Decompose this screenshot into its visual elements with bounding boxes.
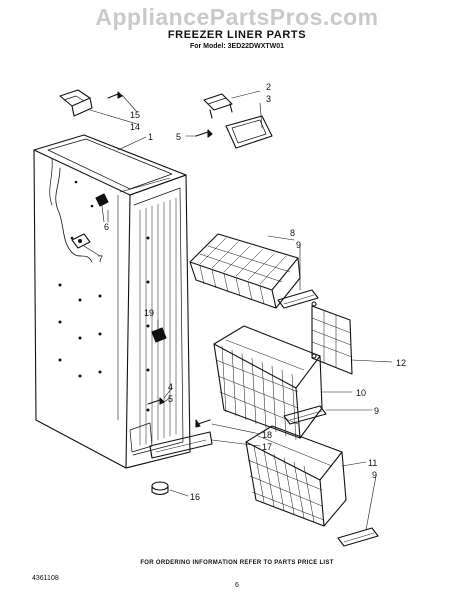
basket-10 xyxy=(213,325,323,441)
basket-11 xyxy=(245,425,347,527)
callout-10: 10 xyxy=(356,388,366,398)
light-socket-19 xyxy=(151,319,167,343)
freezer-liner xyxy=(33,134,191,469)
screw-5-top xyxy=(195,129,213,138)
callout-8: 8 xyxy=(290,228,295,238)
page-number: 6 xyxy=(235,582,239,589)
callout-7: 7 xyxy=(98,254,103,264)
grille-17 xyxy=(149,431,213,459)
callout-9-top: 9 xyxy=(296,240,301,250)
callout-5-top: 5 xyxy=(176,132,181,142)
callout-9-mid: 9 xyxy=(374,406,379,416)
clip-6 xyxy=(95,193,109,223)
document-number: 4361108 xyxy=(32,575,59,582)
callout-18: 18 xyxy=(262,430,272,440)
callout-6: 6 xyxy=(104,222,109,232)
hinge-bracket xyxy=(59,89,93,117)
ordering-note: FOR ORDERING INFORMATION REFER TO PARTS … xyxy=(140,560,334,566)
divider-12 xyxy=(311,301,353,375)
light-shield-bracket-2 xyxy=(203,93,233,119)
light-shield-3 xyxy=(225,115,273,149)
callout-4: 4 xyxy=(168,382,173,392)
callout-16: 16 xyxy=(190,492,200,502)
screw-15 xyxy=(107,91,123,99)
model-label: For Model: 3ED22DWXTW01 xyxy=(189,43,285,50)
callout-9-bottom: 9 xyxy=(372,470,377,480)
callout-17: 17 xyxy=(262,442,272,452)
basket-front-9a xyxy=(277,289,319,309)
callout-1: 1 xyxy=(148,132,153,142)
callout-12: 12 xyxy=(396,358,406,368)
thermostat-7 xyxy=(71,233,101,257)
callout-14: 14 xyxy=(130,122,140,132)
callout-2: 2 xyxy=(266,82,271,92)
foot-16 xyxy=(151,481,169,496)
callout-19: 19 xyxy=(144,308,154,318)
callout-11: 11 xyxy=(368,458,377,468)
basket-8 xyxy=(189,233,301,309)
watermark: AppliancePartsPros.com xyxy=(95,4,379,30)
basket-front-9b xyxy=(283,405,327,425)
callout-3: 3 xyxy=(266,94,271,104)
callout-5-bottom: 5 xyxy=(168,394,173,404)
screw-4-5 xyxy=(147,397,171,405)
diagram-title: FREEZER LINER PARTS xyxy=(167,29,307,41)
screw-18 xyxy=(195,419,211,428)
basket-front-9c xyxy=(337,527,379,547)
callout-15: 15 xyxy=(130,110,140,120)
